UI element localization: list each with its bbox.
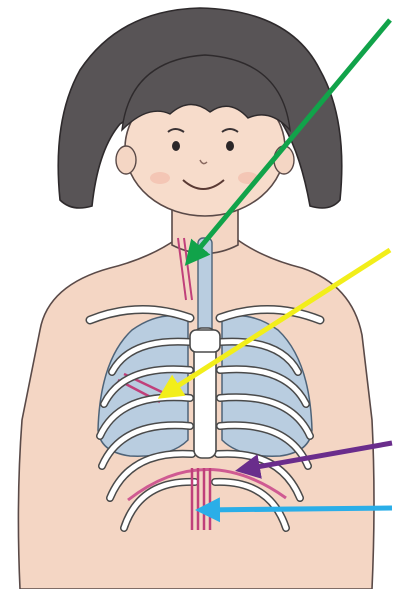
left-ear (116, 146, 136, 174)
right-eye (226, 141, 234, 151)
sternum-top (190, 330, 220, 352)
blue-arrow (200, 508, 392, 510)
trachea (198, 238, 212, 338)
left-eye (172, 141, 180, 151)
left-cheek (150, 172, 170, 184)
